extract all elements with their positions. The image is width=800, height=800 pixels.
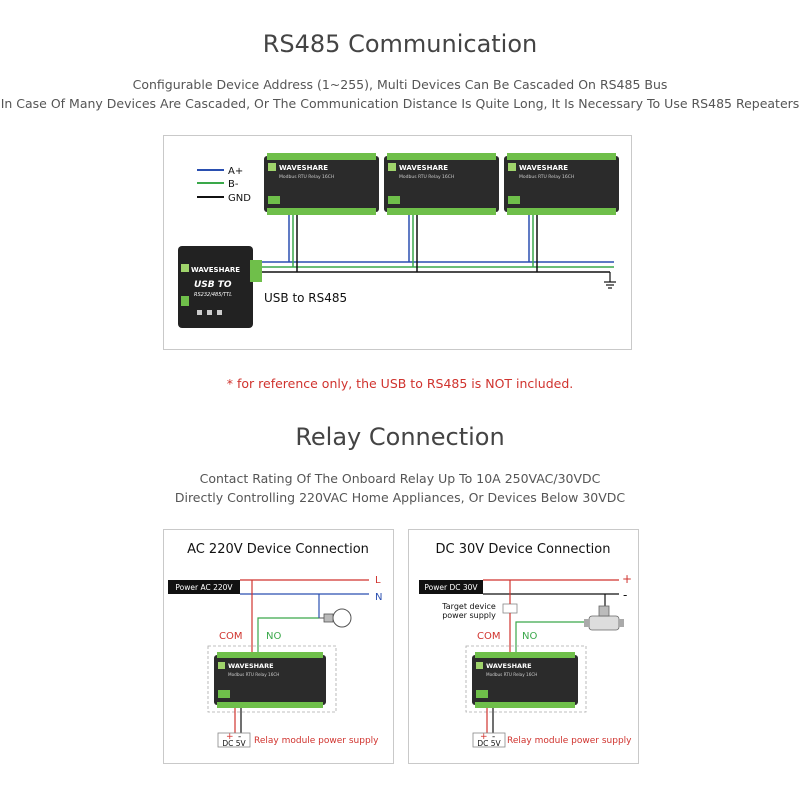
relay-2-brand: WAVESHARE xyxy=(399,164,448,172)
usb-to-rs485-converter: WAVESHARE USB TO RS232/485/TTL xyxy=(178,246,262,328)
ac-connection-panel: AC 220V Device Connection Power AC 220V … xyxy=(163,529,394,764)
rs485-desc-line1: Configurable Device Address (1~255), Mul… xyxy=(132,77,668,92)
rs485-title: RS485 Communication xyxy=(262,30,538,58)
relay-module-2: WAVESHARE Modbus RTU Relay 16CH xyxy=(384,153,499,215)
converter-line1: USB TO xyxy=(194,280,232,290)
ac-relay-brand: WAVESHARE xyxy=(228,662,274,670)
dc-connection-panel: DC 30V Device Connection Power DC 30V + … xyxy=(408,529,639,764)
ac-no-wire xyxy=(257,617,319,658)
dc-supply-label: Relay module power supply xyxy=(507,736,632,746)
dc-power-badge xyxy=(419,580,483,594)
rs485-desc-line2: In Case Of Many Devices Are Cascaded, Or… xyxy=(0,96,800,111)
converter-line2: RS232/485/TTL xyxy=(194,292,232,298)
dc-panel-title: DC 30V Device Connection xyxy=(436,542,611,557)
dc-target-line2: power supply xyxy=(442,611,496,620)
relay-3-model: Modbus RTU Relay 16CH xyxy=(519,174,574,180)
ac-wiring-diagram: AC 220V Device Connection Power AC 220V … xyxy=(168,542,382,748)
ac-panel-title: AC 220V Device Connection xyxy=(187,542,369,557)
dc-plus-sign: + xyxy=(480,732,488,742)
dc-no-label: NO xyxy=(522,631,537,642)
rs485-wiring-diagram: A+ B- GND xyxy=(178,153,619,328)
solenoid-valve-icon xyxy=(584,605,624,631)
dc-minus-sign: - xyxy=(492,732,495,742)
ac-minus-sign: - xyxy=(238,732,241,742)
ac-power-badge xyxy=(168,580,240,594)
relay-2-model: Modbus RTU Relay 16CH xyxy=(399,174,454,180)
dc-com-label: COM xyxy=(477,631,500,642)
ac-plus-sign: + xyxy=(226,732,234,742)
dc-wiring-diagram: DC 30V Device Connection Power DC 30V + … xyxy=(419,542,632,748)
relay-connection-title: Relay Connection xyxy=(295,423,505,451)
dc-dc5v-box xyxy=(472,732,506,748)
ac-no-label: NO xyxy=(266,631,281,642)
dc-relay-model: Modbus RTU Relay 16CH xyxy=(486,672,537,677)
ac-power-label: Power AC 220V xyxy=(175,583,233,592)
relay-1-brand: WAVESHARE xyxy=(279,164,328,172)
relay2-drop-wires xyxy=(408,211,418,272)
dc-power-label: Power DC 30V xyxy=(424,583,478,592)
dc-relay-dashed-box xyxy=(465,645,587,713)
ac-com-label: COM xyxy=(219,631,242,642)
ac-dc5v-label: DC 5V xyxy=(222,739,246,748)
dc-relay-brand: WAVESHARE xyxy=(486,662,532,670)
relay-1-model: Modbus RTU Relay 16CH xyxy=(279,174,334,180)
dc-target-line1: Target device xyxy=(441,602,496,611)
ac-n-label: N xyxy=(375,592,382,603)
dc-plus-label: + xyxy=(622,572,632,586)
relay-desc-line2: Directly Controlling 220VAC Home Applian… xyxy=(174,490,626,505)
dc-target-supply-box xyxy=(502,603,518,614)
relay-module-3: WAVESHARE Modbus RTU Relay 16CH xyxy=(504,153,619,215)
ac-relay-dashed-box xyxy=(207,645,337,713)
ac-supply-label: Relay module power supply xyxy=(254,736,379,746)
relay-3-brand: WAVESHARE xyxy=(519,164,568,172)
relay1-drop-wires xyxy=(288,211,298,272)
ac-relay-model: Modbus RTU Relay 16CH xyxy=(228,672,279,677)
rs485-diagram-frame: A+ B- GND xyxy=(163,135,632,350)
relay-module-1: WAVESHARE Modbus RTU Relay 16CH xyxy=(264,153,379,215)
ground-icon xyxy=(604,272,616,289)
dc-relay-module: WAVESHARE Modbus RTU Relay 16CH xyxy=(472,652,578,708)
reference-note: * for reference only, the USB to RS485 i… xyxy=(226,376,574,391)
legend-gnd-label: GND xyxy=(228,193,251,204)
legend-a-label: A+ xyxy=(228,166,243,177)
relay-desc-line1: Contact Rating Of The Onboard Relay Up T… xyxy=(199,471,601,486)
light-bulb-icon xyxy=(319,608,352,628)
ac-relay-module: WAVESHARE Modbus RTU Relay 16CH xyxy=(214,652,326,708)
dc-minus-label: - xyxy=(623,588,627,602)
usb-to-rs485-label: USB to RS485 xyxy=(264,291,347,305)
relay3-drop-wires xyxy=(528,211,538,272)
ac-l-label: L xyxy=(375,575,381,586)
converter-brand: WAVESHARE xyxy=(191,266,240,274)
dc-dc5v-label: DC 5V xyxy=(477,739,501,748)
legend-b-label: B- xyxy=(228,179,239,190)
ac-dc5v-box xyxy=(217,732,251,748)
